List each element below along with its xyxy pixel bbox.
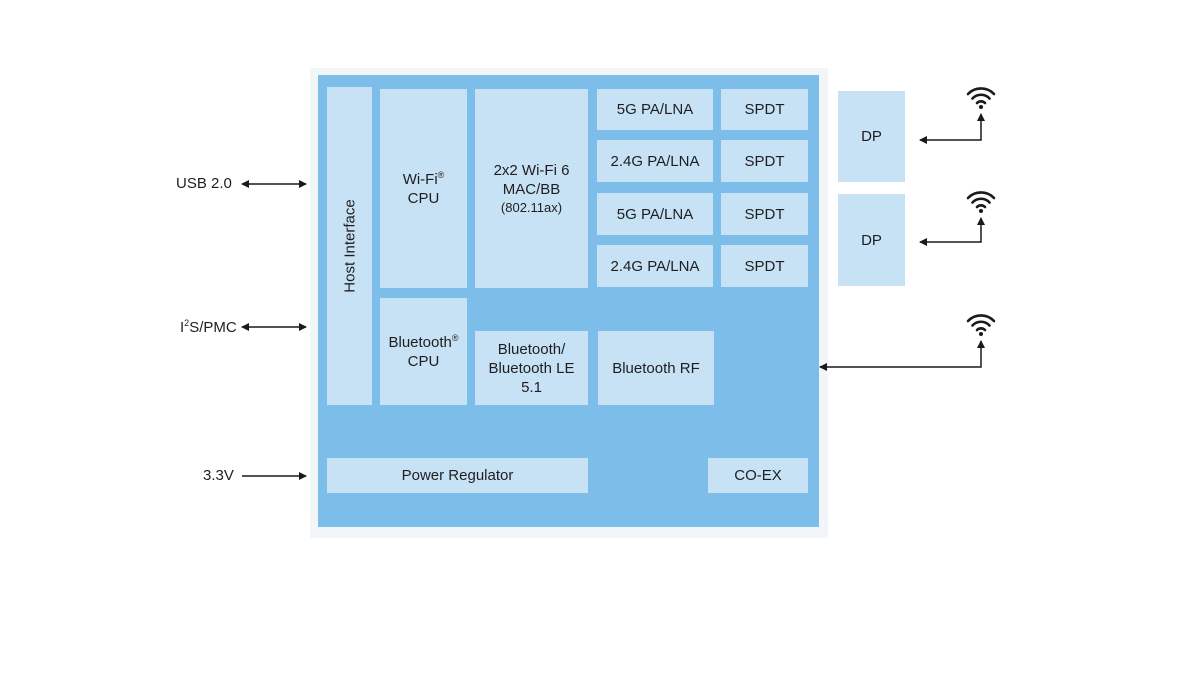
power-regulator-label: Power Regulator <box>401 467 514 484</box>
coex-label: CO-EX <box>734 467 782 484</box>
spdt-label-3: SPDT <box>744 205 785 223</box>
pa-lna-label-4: 2.4G PA/LNA <box>610 257 700 275</box>
dp-block-2: DP <box>838 194 905 286</box>
pa-lna-label-1: 5G PA/LNA <box>616 101 694 118</box>
pa-lna-label-2: 2.4G PA/LNA <box>610 152 700 170</box>
wifi-cpu-label-2: CPU <box>407 189 440 207</box>
power-regulator-block: Power Regulator <box>327 458 588 493</box>
spdt-block-3: SPDT <box>721 193 808 235</box>
wifi-cpu-label: Wi-Fi <box>402 170 438 188</box>
coex-block: CO-EX <box>708 458 808 493</box>
mac-label-3: (802.11ax) <box>500 200 563 215</box>
bt-cpu-label: Bluetooth <box>388 333 452 351</box>
bt-cpu-registered-mark: ® <box>451 332 459 343</box>
antenna-2-link <box>919 217 985 246</box>
pa-lna-block-3: 5G PA/LNA <box>597 193 713 235</box>
dp-label-2: DP <box>861 231 882 249</box>
wifi-antenna-icon <box>966 87 996 111</box>
bluetooth-rf-block: Bluetooth RF <box>598 331 714 405</box>
i2s-pmc-label: I2S/PMC <box>180 318 237 336</box>
usb-label: USB 2.0 <box>176 175 232 192</box>
bt-rf-label: Bluetooth RF <box>612 359 700 377</box>
spdt-block-2: SPDT <box>721 140 808 182</box>
pa-lna-label-3: 5G PA/LNA <box>616 205 694 223</box>
spdt-label-2: SPDT <box>744 152 785 170</box>
pa-lna-block-1: 5G PA/LNA <box>597 89 713 130</box>
spdt-block-4: SPDT <box>721 245 808 287</box>
bt-le-label-3: 5.1 <box>521 378 542 396</box>
antenna-1-link <box>919 113 985 144</box>
pa-lna-block-2: 2.4G PA/LNA <box>597 140 713 182</box>
i2s-label-base: I <box>180 319 185 336</box>
spdt-label-1: SPDT <box>744 101 785 118</box>
mac-label-1: 2x2 Wi-Fi 6 <box>493 162 570 179</box>
wifi-antenna-icon <box>966 314 996 338</box>
host-interface-block: Host Interface <box>327 87 372 405</box>
bt-le-label-2: Bluetooth LE <box>488 359 575 377</box>
wifi-antenna-icon <box>966 191 996 215</box>
bt-cpu-label-2: CPU <box>407 352 440 370</box>
pa-lna-block-4: 2.4G PA/LNA <box>597 245 713 287</box>
bluetooth-le-block: Bluetooth/ Bluetooth LE 5.1 <box>475 331 588 405</box>
spdt-block-1: SPDT <box>721 89 808 130</box>
wifi6-mac-bb-block: 2x2 Wi-Fi 6 MAC/BB (802.11ax) <box>475 89 588 288</box>
bluetooth-cpu-block: Bluetooth® CPU <box>380 298 467 405</box>
power-input-label: 3.3V <box>203 467 234 484</box>
i2s-label-sup: 2 <box>184 318 190 328</box>
wifi-cpu-block: Wi-Fi® CPU <box>380 89 467 288</box>
antenna-3-link <box>819 340 985 371</box>
dp-block-1: DP <box>838 91 905 182</box>
i2s-label-rest: S/PMC <box>189 319 237 336</box>
wifi-cpu-registered-mark: ® <box>437 169 445 180</box>
dp-label-1: DP <box>861 128 882 145</box>
bt-le-label-1: Bluetooth/ <box>497 340 566 358</box>
spdt-label-4: SPDT <box>744 257 785 275</box>
mac-label-2: MAC/BB <box>502 181 561 198</box>
